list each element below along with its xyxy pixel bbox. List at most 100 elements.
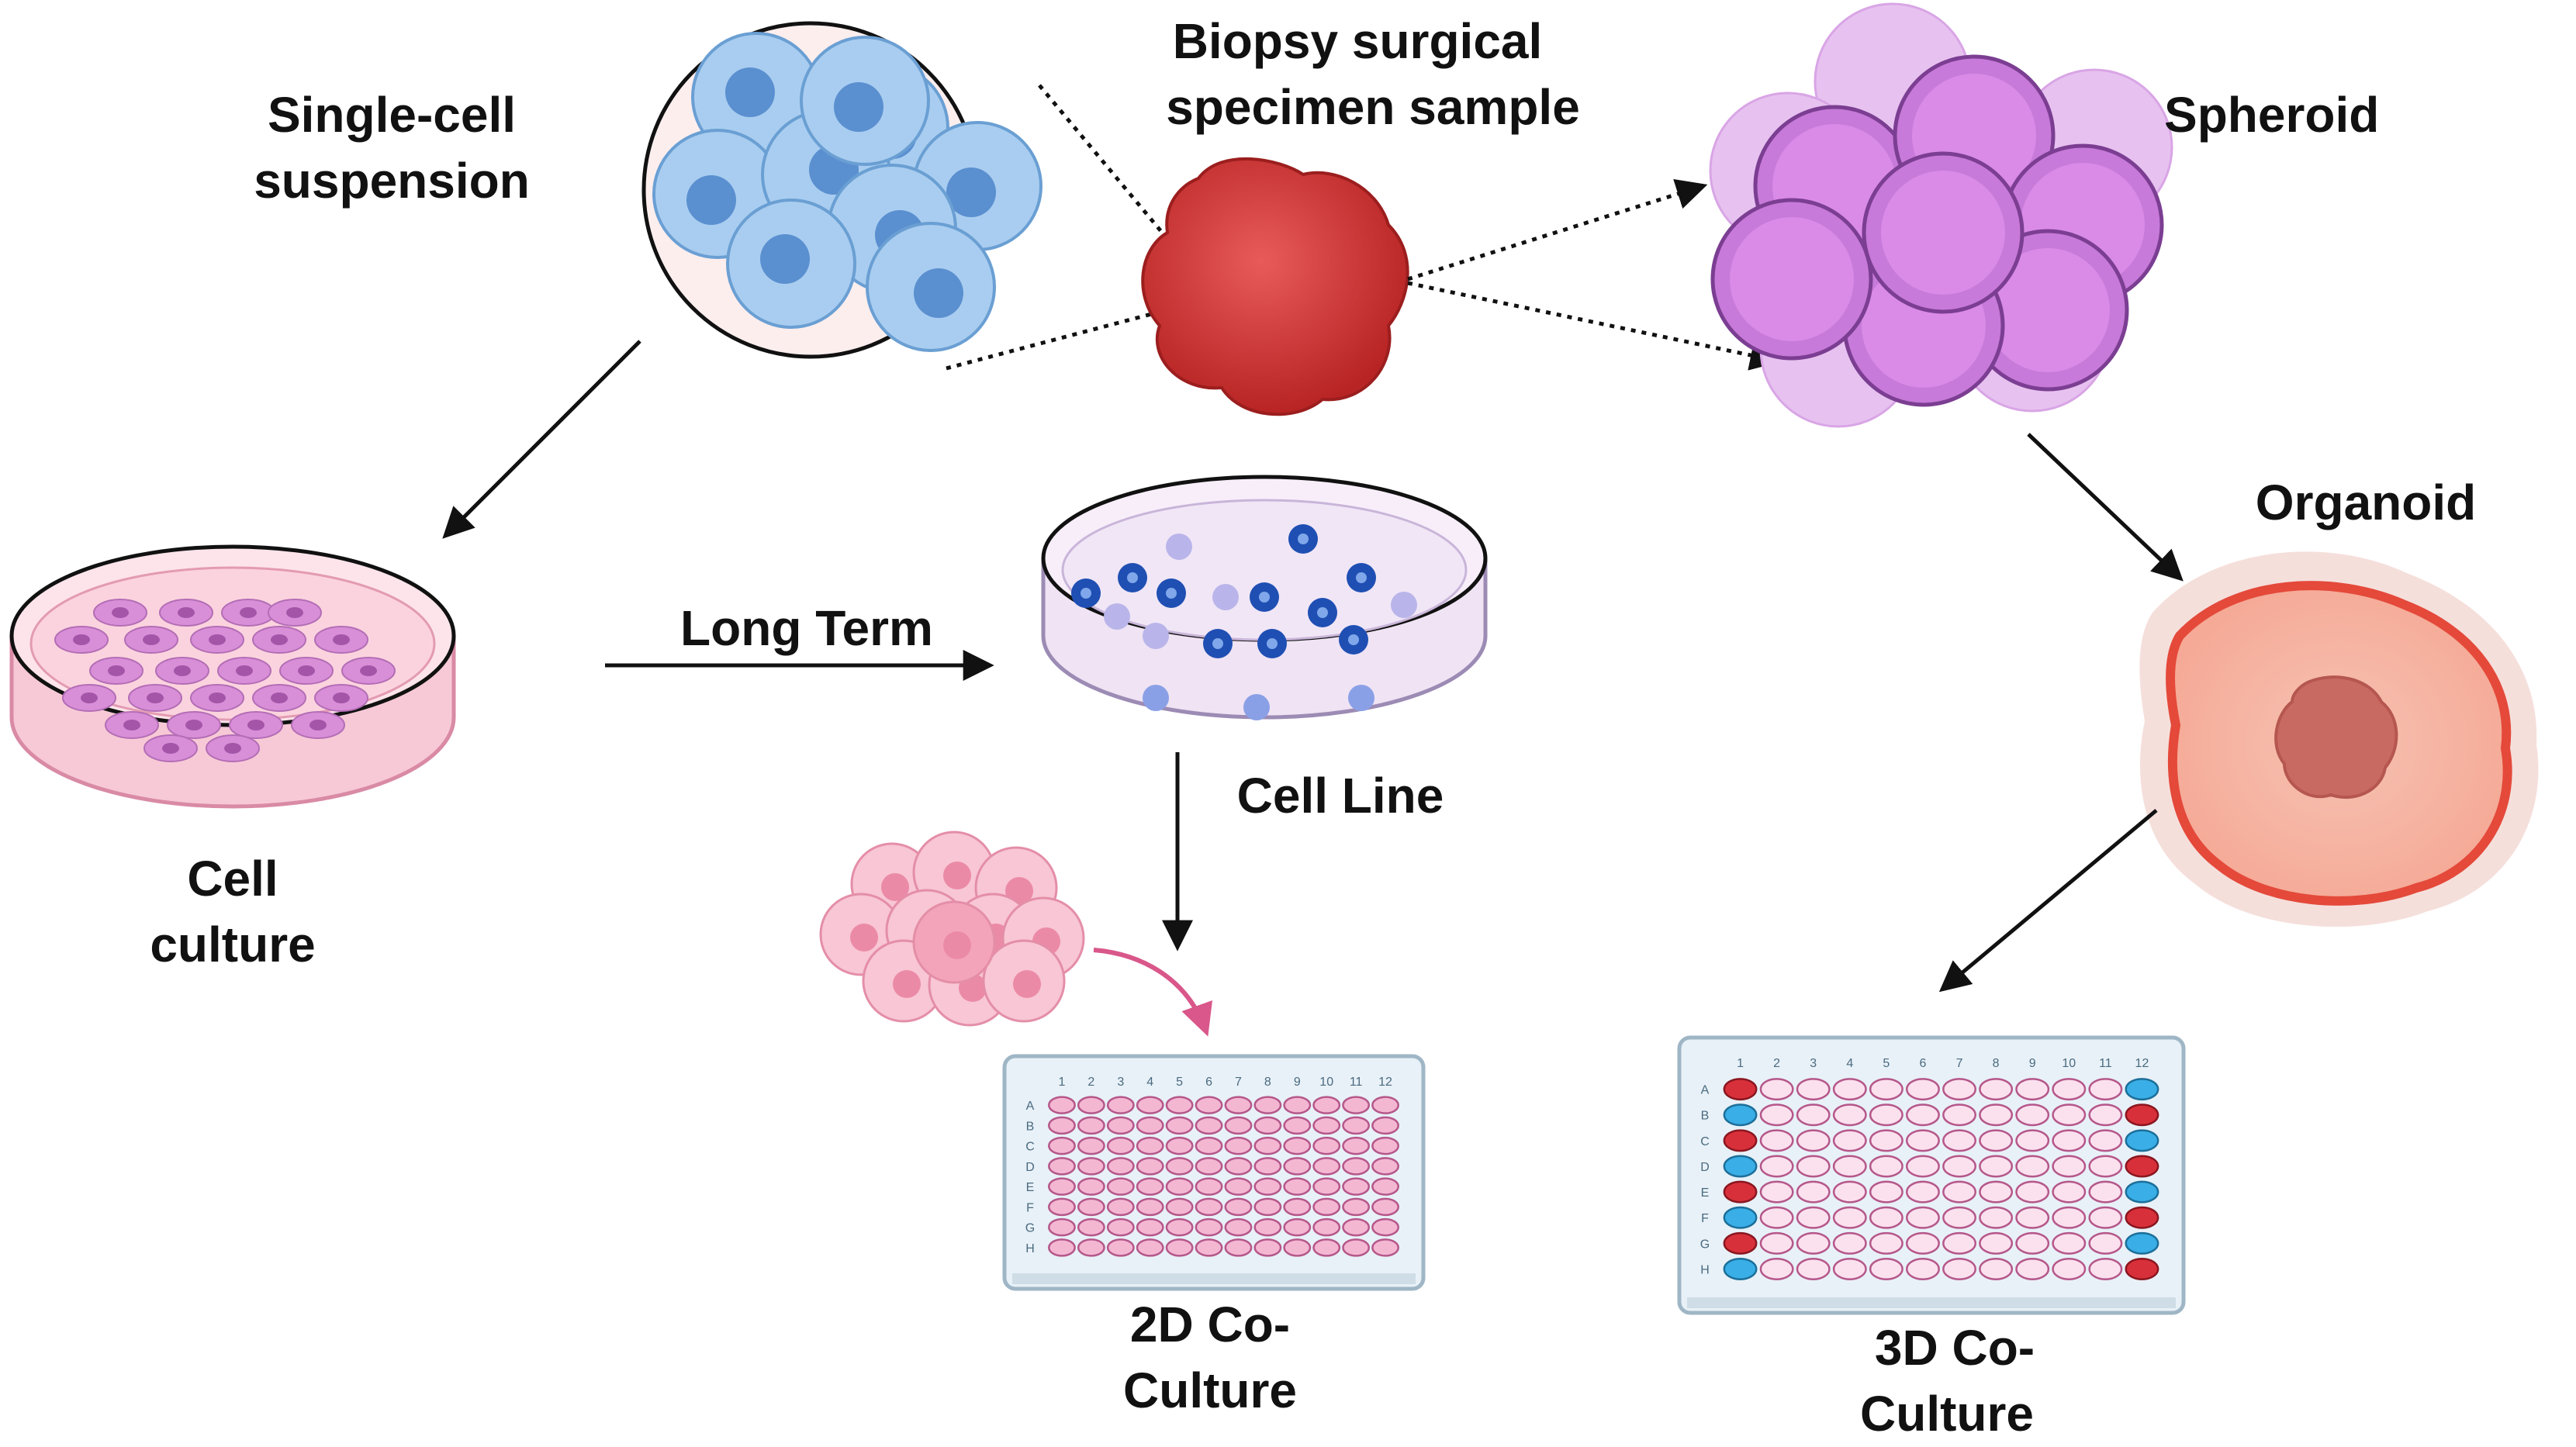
plate-column-label: 6 — [1205, 1076, 1212, 1089]
plate-well — [1195, 1136, 1223, 1155]
plate-well — [1136, 1136, 1164, 1155]
plate-well — [1979, 1180, 2014, 1204]
plate-well — [1224, 1157, 1253, 1176]
plate-well — [1165, 1136, 1194, 1155]
cell-line-cell-nucleus — [1127, 572, 1138, 583]
plate-well — [1371, 1136, 1399, 1155]
plate-well — [1224, 1197, 1253, 1217]
plate-row-label: C — [1025, 1141, 1035, 1154]
plate-well — [2088, 1129, 2123, 1152]
label-biopsy-line-2: specimen sample — [1166, 79, 1580, 135]
plate-well — [1342, 1177, 1371, 1196]
plate-column-label: 2 — [1773, 1057, 1780, 1070]
plate-well — [1165, 1217, 1194, 1237]
plate-base — [1687, 1297, 2176, 1308]
culture-cell-nucleus — [236, 665, 253, 676]
culture-cell-nucleus — [271, 634, 288, 645]
cell-line-cell-light — [1104, 603, 1130, 630]
plate-well — [1342, 1096, 1371, 1114]
plate-well — [1832, 1078, 1867, 1101]
plate-well — [1136, 1217, 1164, 1237]
label-single-cell-line-2: suspension — [254, 153, 530, 209]
plate-well — [1832, 1155, 1867, 1178]
biopsy-specimen-icon — [1141, 157, 1409, 416]
pink-cell-nucleus — [943, 862, 971, 889]
cell-line-cell-nucleus — [1298, 534, 1309, 544]
plate-well — [2052, 1257, 2087, 1280]
plate-well — [1312, 1157, 1341, 1176]
label-single-cell-line-1: Single-cell — [268, 87, 516, 143]
culture-cell-nucleus — [309, 720, 327, 730]
plate-well — [1832, 1257, 1867, 1280]
plate-column-label: 12 — [2135, 1057, 2149, 1070]
plate-column-label: 9 — [1294, 1076, 1301, 1089]
plate-well — [1796, 1257, 1831, 1280]
plate-well — [1832, 1231, 1867, 1255]
plate-well — [1832, 1206, 1867, 1229]
culture-cell-nucleus — [112, 607, 129, 618]
plate-well — [1106, 1177, 1135, 1196]
culture-cell-nucleus — [178, 607, 195, 618]
plate-row-label: G — [1700, 1238, 1710, 1251]
plate-well — [2125, 1257, 2159, 1280]
plate-well — [1942, 1257, 1977, 1280]
plate-well — [1106, 1136, 1135, 1155]
plate-column-label: 8 — [1993, 1057, 2000, 1070]
plate-well — [1979, 1103, 2014, 1127]
plate-well — [1048, 1197, 1076, 1217]
plate-well — [1905, 1206, 1940, 1229]
plate-well — [2125, 1231, 2159, 1255]
plate-well — [1165, 1177, 1194, 1196]
plate-row-label: B — [1026, 1120, 1035, 1133]
plate-well — [1077, 1177, 1105, 1196]
plate-well — [1048, 1116, 1076, 1135]
plate-well — [1165, 1096, 1194, 1114]
plate-row-label: B — [1701, 1110, 1710, 1123]
pink-cell-nucleus — [893, 970, 921, 998]
plate-row-label: G — [1025, 1222, 1035, 1235]
plate-well — [1106, 1217, 1135, 1237]
plate-well — [2088, 1231, 2123, 1255]
plate-well — [2052, 1129, 2087, 1152]
plate-well — [1796, 1180, 1831, 1204]
culture-cell-nucleus — [360, 665, 377, 676]
plate-well — [1106, 1238, 1135, 1257]
label-biopsy-line-1: Biopsy surgical — [1173, 13, 1543, 69]
plate-well — [1759, 1206, 1794, 1229]
plate-well — [1253, 1116, 1282, 1135]
plate-well — [1979, 1257, 2014, 1280]
plate-well — [2015, 1257, 2050, 1280]
plate-well — [1869, 1231, 1903, 1255]
plate-well — [2015, 1103, 2050, 1127]
culture-cell-nucleus — [240, 607, 257, 618]
plate-well — [2088, 1155, 2123, 1178]
plate-well — [1136, 1177, 1164, 1196]
plate-well — [1342, 1238, 1371, 1257]
plate-well — [1342, 1116, 1371, 1135]
plate-well — [2015, 1206, 2050, 1229]
plate-well — [2052, 1078, 2087, 1101]
plate-well — [1106, 1116, 1135, 1135]
plate-well — [1942, 1180, 1977, 1204]
plate-base — [1012, 1273, 1416, 1284]
cell-line-cell-light — [1166, 534, 1192, 560]
plate-well — [1371, 1096, 1399, 1114]
plate-well — [1796, 1231, 1831, 1255]
plate-well — [1283, 1238, 1312, 1257]
plate-well — [1759, 1078, 1794, 1101]
plate-well — [1077, 1217, 1105, 1237]
culture-cell-nucleus — [209, 692, 226, 703]
plate-well — [1869, 1103, 1903, 1127]
plate-well — [1283, 1217, 1312, 1237]
plate-well — [1224, 1116, 1253, 1135]
cell-line-cell-nucleus — [1267, 638, 1278, 649]
plate-well — [1224, 1238, 1253, 1257]
plate-well — [1723, 1129, 1758, 1152]
plate-well — [1283, 1197, 1312, 1217]
culture-cell-nucleus — [143, 634, 160, 645]
plate-well — [1253, 1096, 1282, 1114]
label-2d-co-culture-line-1: 2D Co- — [1130, 1297, 1290, 1352]
plate-well — [1979, 1155, 2014, 1178]
pink-cell-nucleus — [850, 924, 878, 951]
